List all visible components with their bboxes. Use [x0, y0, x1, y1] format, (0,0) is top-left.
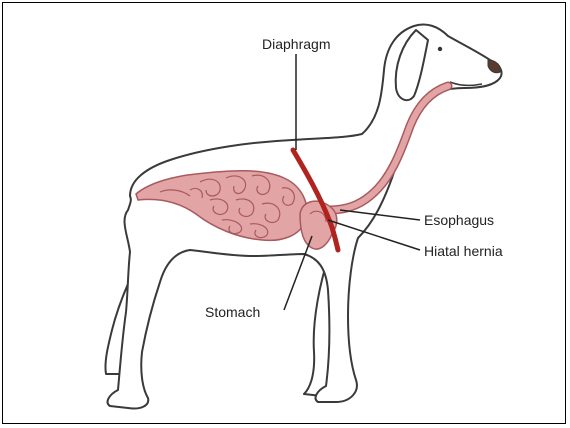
eye-icon [438, 47, 442, 51]
label-stomach: Stomach [205, 304, 260, 320]
label-diaphragm: Diaphragm [262, 36, 330, 52]
label-hiatal-hernia: Hiatal hernia [424, 243, 503, 259]
label-esophagus: Esophagus [424, 212, 494, 228]
